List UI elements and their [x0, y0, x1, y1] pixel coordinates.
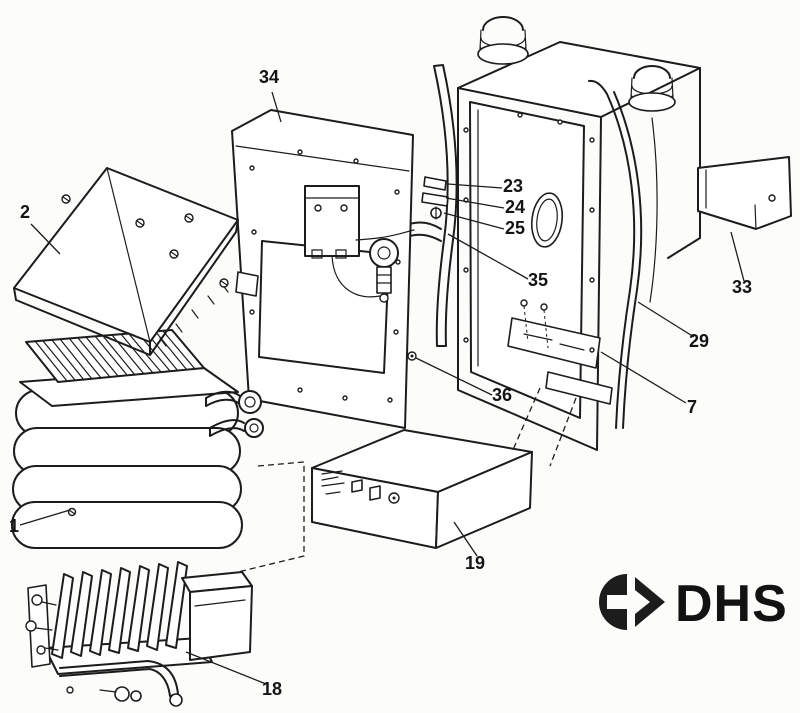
part-label-34: 34: [259, 67, 279, 87]
burner-box-front: [189, 585, 253, 661]
panel-hinge-bracket: [235, 271, 259, 297]
burner-fins: [51, 561, 188, 659]
dhs-logo-black-arrow-icon: [635, 577, 665, 627]
burner-pipe-flange: [169, 693, 183, 707]
burner-venturi-outer: [114, 686, 130, 702]
hood-ridge-line: [106, 167, 151, 343]
control-box-end: [435, 451, 533, 549]
flue-oval-outer: [530, 192, 564, 248]
stub-fitting-lower: [244, 418, 264, 438]
burner-box-line: [194, 599, 246, 607]
base-bracket-plate: [507, 317, 601, 369]
cabinet-part: [457, 16, 701, 451]
callout-leader-lines: [19, 91, 745, 685]
hood-hatch-ticks: [159, 283, 229, 347]
control-box-print: [321, 470, 345, 495]
burner-screw: [66, 686, 74, 694]
burner-side-fittings: [25, 594, 46, 655]
burner-venturi-inner: [130, 690, 142, 702]
dhs-logo-white-arrow-icon: [607, 586, 645, 618]
part-label-33: 33: [732, 277, 752, 297]
fin-lines: [25, 330, 196, 383]
stub-fitting-lower-inner: [249, 423, 259, 433]
panel-stud-36-center: [410, 354, 414, 358]
burner-part: [25, 561, 253, 707]
front-panel-flange-line: [235, 145, 410, 172]
part-labels: 34 2 23 24 25 35 33 29 7 36 1 19 18: [9, 67, 752, 699]
part-label-18: 18: [262, 679, 282, 699]
rear-tube: [649, 117, 658, 303]
flue-oval-inner: [536, 198, 558, 242]
stub-fitting-upper: [238, 390, 262, 414]
bracket-screw-guides: [523, 305, 549, 349]
control-box-switch: [351, 479, 381, 501]
gas-valve-stem-ribs: [376, 274, 392, 284]
part-label-7: 7: [687, 397, 697, 417]
clamp-fitting-24: [421, 192, 449, 207]
burner-side-links: [35, 601, 59, 651]
hood-screws: [61, 194, 229, 288]
side-bracket-part: [697, 156, 792, 230]
part-label-2: 2: [20, 202, 30, 222]
part-label-35: 35: [528, 270, 548, 290]
cabinet-screw-holes: [463, 112, 595, 353]
part-label-1: 1: [9, 516, 19, 536]
hood-screw-slots: [62, 196, 228, 286]
part-label-24: 24: [505, 197, 525, 217]
bracket-screws: [520, 299, 548, 311]
part-label-23: 23: [503, 176, 523, 196]
gas-valve-stem: [376, 266, 392, 294]
gas-valve-dial: [369, 238, 399, 268]
panel-wires: [331, 229, 415, 298]
flue-collar-left-base: [477, 43, 529, 65]
gas-valve-outlet: [379, 293, 389, 303]
assembly-dash-lines: [237, 387, 577, 573]
dhs-logo-text: DHS: [675, 575, 788, 633]
flue-collar-left-cap: [482, 16, 524, 31]
stub-fitting-upper-inner: [244, 396, 256, 408]
hood-top-face: [13, 167, 239, 343]
part-label-36: 36: [492, 385, 512, 405]
vertical-duct: [433, 64, 458, 347]
stub-pipes: [205, 390, 245, 437]
control-device-details: [304, 197, 360, 259]
burner-side-plate: [27, 584, 51, 668]
hood-lip-edges: [13, 219, 239, 356]
side-bracket-fold-lines: [705, 169, 757, 230]
base-bracket-slots: [523, 333, 585, 351]
heat-exchanger-part: [11, 329, 264, 549]
part-label-19: 19: [465, 553, 485, 573]
front-panel-screw-holes: [249, 149, 401, 403]
cabinet-back-panel: [469, 101, 585, 419]
control-box-part: [311, 429, 533, 549]
burner-gas-pipe: [59, 660, 179, 697]
side-bracket-plate: [697, 156, 792, 230]
dhs-logo: DHS: [599, 574, 788, 633]
part-label-25: 25: [505, 218, 525, 238]
hood-part: [13, 167, 239, 356]
front-panel-opening: [258, 240, 390, 374]
base-bracket-rail: [545, 371, 613, 405]
part-label-29: 29: [689, 331, 709, 351]
front-panel-part: [231, 109, 417, 429]
clamp-fitting-23: [423, 176, 447, 191]
coil-loop-4: [11, 501, 243, 549]
side-bracket-hole: [768, 194, 776, 202]
flue-collar-right-base: [628, 92, 676, 112]
control-device-box: [304, 185, 360, 257]
flue-collar-right-cap: [633, 65, 671, 79]
capillary-tube-29: [588, 79, 643, 429]
burner-venturi-tube: [99, 689, 117, 693]
control-box-button-center: [392, 496, 396, 500]
control-device-terminals: [314, 204, 348, 212]
gas-valve-dial-inner: [377, 246, 391, 260]
